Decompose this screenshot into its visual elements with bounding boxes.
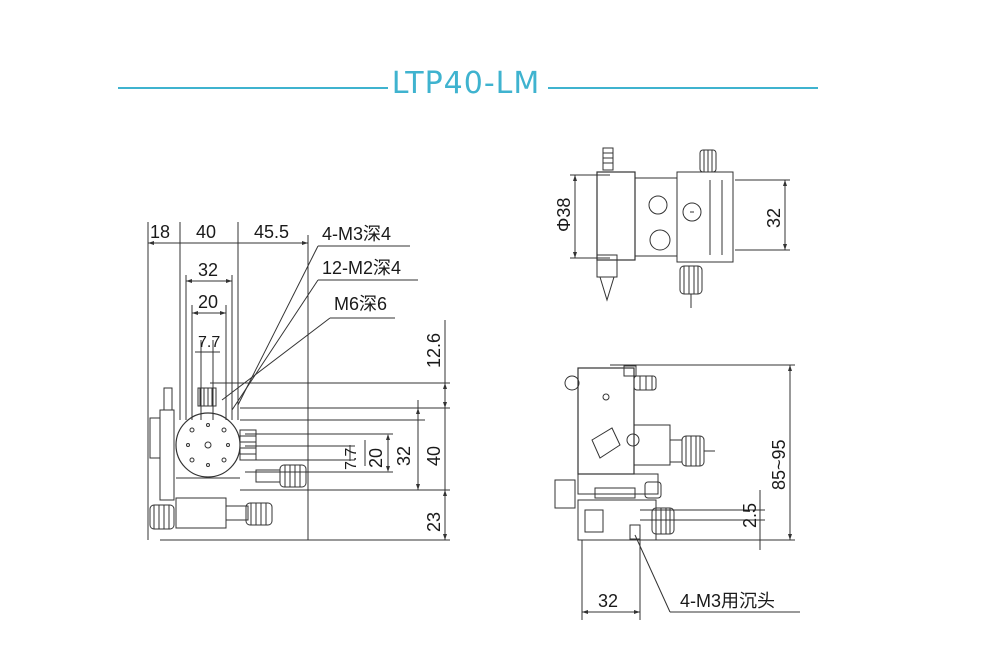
dim-32-bottom: 32 <box>598 591 618 611</box>
callout-m6: M6深6 <box>334 294 387 314</box>
dim-18: 18 <box>150 222 170 242</box>
callout-12-m2: 12-M2深4 <box>322 258 401 278</box>
front-view <box>147 222 450 541</box>
side-view <box>554 364 800 620</box>
top-view <box>570 147 790 308</box>
page-title: LTP40-LM <box>391 66 541 101</box>
dim-45-5: 45.5 <box>254 222 289 242</box>
dim-20-vertical: 20 <box>366 448 386 468</box>
dim-32-top: 32 <box>764 208 784 228</box>
header-rule-left <box>118 87 388 89</box>
dim-23-vertical: 23 <box>424 512 444 532</box>
dim-7-7: 7.7 <box>198 334 220 351</box>
dim-diameter-38: Φ38 <box>554 198 574 232</box>
dim-32: 32 <box>198 260 218 280</box>
callout-4-m3: 4-M3深4 <box>322 224 391 244</box>
dim-2-5: 2.5 <box>740 503 760 528</box>
dim-40: 40 <box>196 222 216 242</box>
dim-7-7-vertical: 7.7 <box>343 448 360 470</box>
dim-20: 20 <box>198 292 218 312</box>
dim-12-6: 12.6 <box>424 333 444 368</box>
callout-4-m3-countersunk: 4-M3用沉头 <box>680 591 775 611</box>
dim-85-95: 85~95 <box>769 439 789 490</box>
dim-40-vertical: 40 <box>424 446 444 466</box>
dimension-arrows <box>148 175 792 614</box>
dim-32-vertical: 32 <box>394 446 414 466</box>
header-rule-right <box>548 87 818 89</box>
